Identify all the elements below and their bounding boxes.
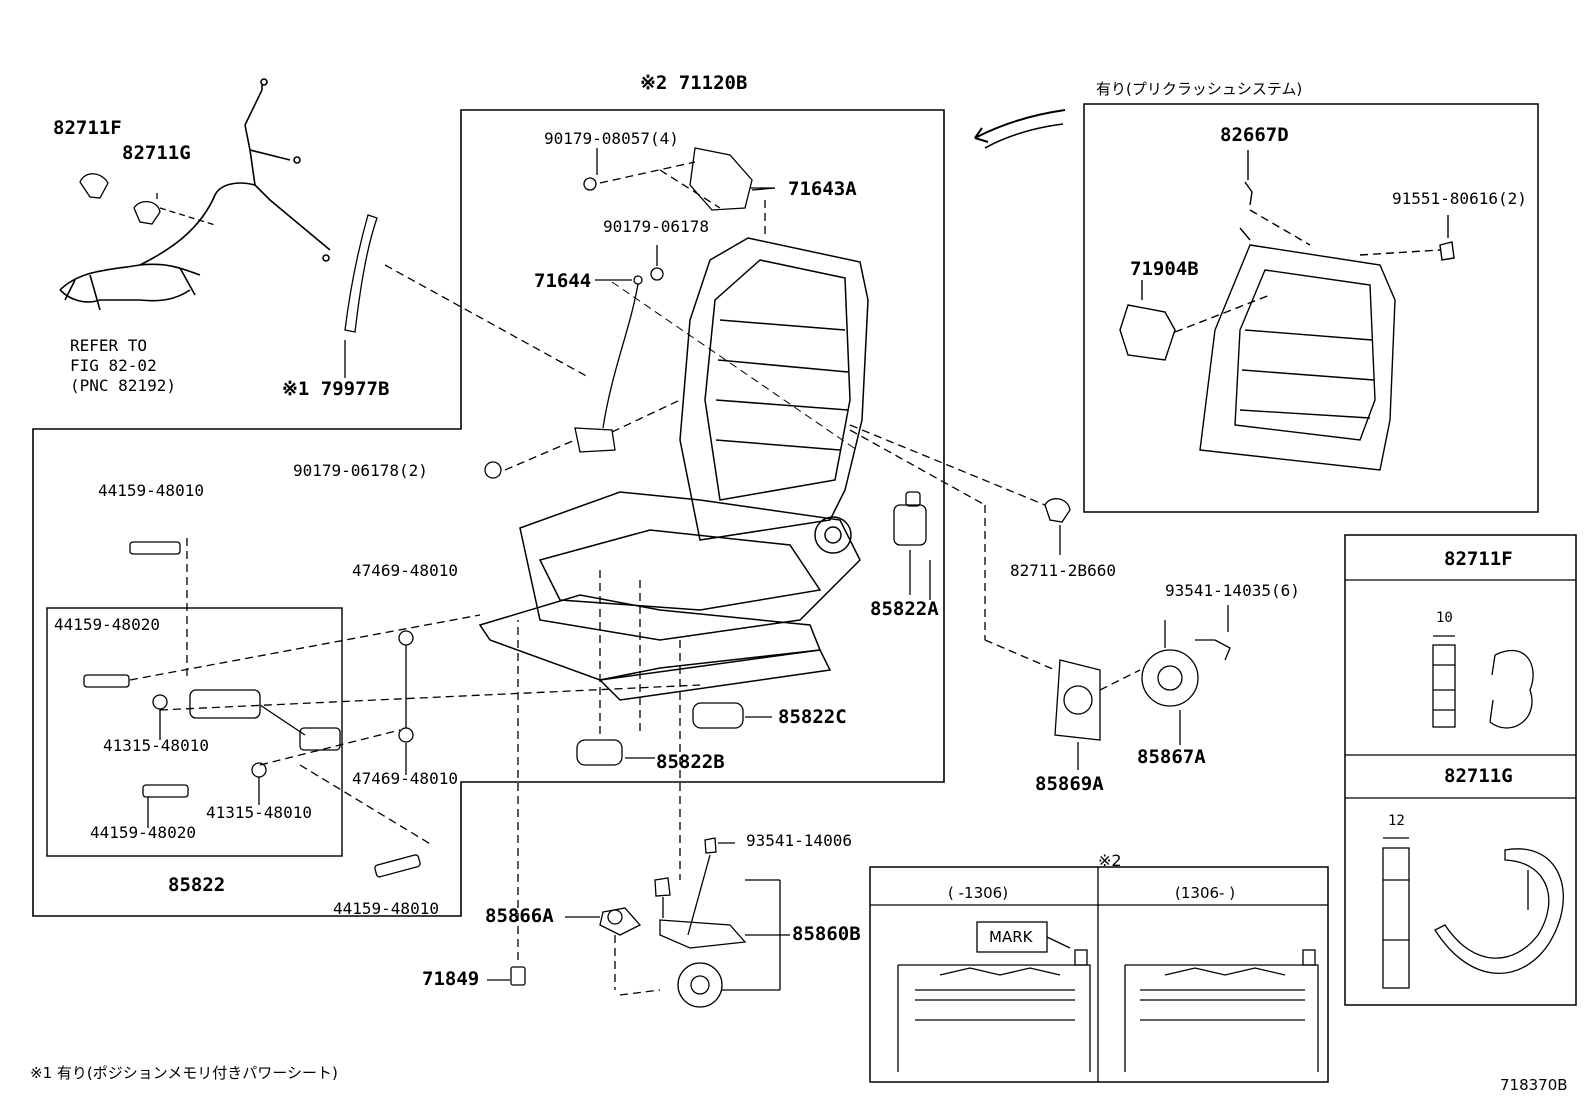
clip-82711-2B660-icon: [849, 424, 1071, 671]
label-85860B: 85860B: [792, 923, 861, 945]
label-79977B: ※1 79977B: [282, 378, 390, 400]
detail-82711F-dim: 10: [1436, 610, 1453, 626]
module-85869A-icon: [1054, 659, 1101, 770]
label-44159-48010-top: 44159-48010: [98, 481, 204, 500]
label-41315-48010-left: 41315-48010: [103, 736, 209, 755]
mark-label: MARK: [989, 928, 1033, 946]
detail-82711G-title: 82711G: [1444, 765, 1513, 787]
label-47469-48010-top: 47469-48010: [352, 561, 458, 580]
label-85866A: 85866A: [485, 905, 554, 927]
sensor-85860B-icon: [619, 640, 790, 1008]
label-85822: 85822: [168, 874, 226, 896]
motor-subassembly-box: [46, 607, 343, 857]
label-refer-fig: FIG 82-02: [70, 356, 157, 375]
footnote-1: ※1 有り(ポジションメモリ付きパワーシート): [30, 1064, 338, 1082]
cable-71644-icon: [484, 245, 858, 479]
main-assembly-frame: [32, 109, 945, 917]
label-85869A: 85869A: [1035, 773, 1104, 795]
label-93541-14006: 93541-14006: [746, 831, 852, 850]
range-left-label: ( -1306): [948, 884, 1009, 902]
label-85867A: 85867A: [1137, 746, 1206, 768]
detail-82711G-drawing: [1382, 837, 1564, 989]
range-right-drawing: [1124, 949, 1319, 1072]
precrash-frame-icon: [1119, 150, 1455, 471]
precrash-box: [1083, 103, 1539, 513]
label-44159-48020-bottom: 44159-48020: [90, 823, 196, 842]
seat-frame-icon: [478, 237, 869, 701]
label-44159-48020-top: 44159-48020: [54, 615, 160, 634]
motor-assembly-85822-icon: [83, 538, 701, 878]
label-precrash-title: 有り(プリクラッシュシステム): [1096, 80, 1303, 98]
label-71849: 71849: [422, 968, 480, 990]
label-82711-2B660: 82711-2B660: [1010, 561, 1116, 580]
label-71644: 71644: [534, 270, 592, 292]
label-91551-80616: 91551-80616(2): [1392, 189, 1527, 208]
motor-85822A-icon: [893, 491, 927, 595]
label-44159-48010-bottom: 44159-48010: [333, 899, 439, 918]
detail-82711F-title: 82711F: [1444, 548, 1513, 570]
range-right-label: (1306- ): [1175, 884, 1236, 902]
label-refer-pnc: (PNC 82192): [70, 376, 176, 395]
clip-icon: [79, 173, 216, 226]
label-71904B: 71904B: [1130, 258, 1199, 280]
motor-85822C-icon: [692, 702, 772, 729]
label-47469-48010-bottom: 47469-48010: [352, 769, 458, 788]
motor-85822B-icon: [576, 570, 655, 766]
label-90179-06178-2: 90179-06178(2): [293, 461, 428, 480]
label-note2: ※2: [1098, 851, 1122, 870]
label-90179-06178: 90179-06178: [603, 217, 709, 236]
figure-id: 718370B: [1500, 1076, 1568, 1094]
detail-table-box: [1344, 534, 1577, 1006]
range-detail-box: [869, 866, 1329, 1083]
label-71643A: 71643A: [788, 178, 857, 200]
strip-79977B-icon: [344, 214, 591, 379]
module-85867A-icon: [1099, 605, 1231, 745]
label-85822C: 85822C: [778, 706, 847, 728]
label-93541-14035: 93541-14035(6): [1165, 581, 1300, 600]
label-71120B: ※2 71120B: [640, 72, 748, 94]
detail-82711G-dim: 12: [1388, 813, 1405, 829]
label-82711G: 82711G: [122, 142, 191, 164]
label-refer-to: REFER TO: [70, 336, 148, 355]
label-82711F: 82711F: [53, 117, 122, 139]
sensor-85866A-icon: [565, 907, 642, 990]
harness-icon: [59, 78, 331, 311]
label-82667D: 82667D: [1220, 124, 1289, 146]
label-85822A: 85822A: [870, 598, 939, 620]
bracket-71643A-icon: [583, 147, 776, 238]
range-left-drawing: [897, 949, 1091, 1072]
label-90179-08057: 90179-08057(4): [544, 129, 679, 148]
arrow-icon: [974, 109, 1066, 143]
screw-71849-icon: [487, 620, 526, 986]
label-85822B: 85822B: [656, 751, 725, 773]
detail-82711F-drawing: [1432, 635, 1534, 729]
label-41315-48010-right: 41315-48010: [206, 803, 312, 822]
